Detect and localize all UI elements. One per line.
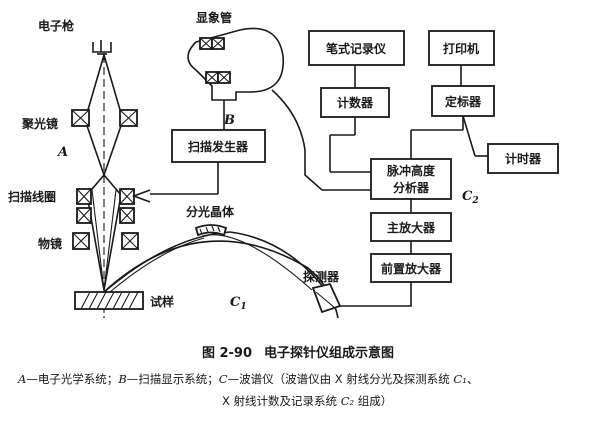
system-c2-label: C2 [462, 189, 479, 206]
condenser-lens-icon [71, 109, 138, 127]
printer-text: 打印机 [443, 41, 479, 56]
electron-optical-column [71, 40, 144, 318]
pen-recorder-text: 笔式记录仪 [326, 41, 387, 56]
scan-coil-label: 扫描线圈 [8, 189, 56, 204]
pulse-height-analyzer-box: 脉冲高度 分析器 [370, 158, 452, 200]
spectrometer [103, 224, 342, 319]
legend-sep: 、 [466, 372, 479, 386]
counter-text: 计数器 [337, 95, 374, 110]
preamplifier-box: 前置放大器 [370, 253, 452, 283]
system-b-label: B [223, 113, 235, 128]
timer-box: 计时器 [487, 143, 559, 174]
specimen-label: 试样 [150, 294, 174, 309]
pen-recorder-box: 笔式记录仪 [308, 30, 405, 66]
timer-text: 计时器 [505, 151, 542, 166]
detector-icon [311, 282, 342, 314]
analyzing-crystal-label: 分光晶体 [186, 204, 235, 219]
main-amplifier-text: 主放大器 [387, 220, 436, 235]
preamplifier-text: 前置放大器 [381, 261, 442, 276]
legend-line-1: A—电子光学系统；B—扫描显示系统；C—波谱仪（波谱仪由 X 射线分光及探测系统… [18, 369, 588, 389]
legend-a-key: A [18, 372, 27, 386]
legend-b-text: —扫描显示系统； [126, 372, 219, 386]
detector-label: 探测器 [303, 269, 340, 284]
c1-subscript: 1 [240, 302, 246, 312]
legend-line2-text: X 射线计数及记录系统 [222, 394, 341, 408]
objective-lens-label: 物镜 [38, 236, 62, 251]
figure-number: 图 2-90 [201, 346, 253, 361]
counter-box: 计数器 [320, 87, 390, 118]
condenser-lens-label: 聚光镜 [21, 116, 58, 131]
specimen-icon [74, 291, 144, 318]
scan-coil-icon [76, 188, 135, 224]
crt-icon [187, 27, 284, 101]
system-a-label: A [56, 145, 68, 160]
printer-box: 打印机 [428, 30, 495, 66]
scan-generator-text: 扫描发生器 [188, 139, 249, 154]
c2-letter: C [462, 189, 473, 204]
scan-generator-box: 扫描发生器 [171, 129, 266, 163]
main-amplifier-box: 主放大器 [370, 212, 452, 242]
analyzing-crystal-icon [194, 224, 228, 237]
system-c1-label: C1 [230, 295, 247, 312]
legend-b-key: B [118, 372, 127, 386]
electron-gun-label: 电子枪 [38, 18, 74, 33]
crt-label: 显象管 [196, 10, 232, 25]
figure-title: 电子探针仪组成示意图 [264, 346, 395, 361]
legend-c-text: —波谱仪（波谱仪由 X 射线分光及探测系统 [227, 372, 454, 386]
legend-c2: C₂ [340, 394, 355, 408]
scaler-text: 定标器 [445, 94, 482, 109]
legend-line2-end: 组成） [354, 394, 393, 408]
legend-a-text: —电子光学系统； [26, 372, 119, 386]
scaler-box: 定标器 [431, 85, 495, 117]
signal-connections [131, 65, 488, 307]
objective-lens-icon [72, 232, 139, 250]
electron-gun-icon [92, 40, 112, 55]
c2-subscript: 2 [471, 196, 478, 206]
legend-c1: C₁ [453, 372, 467, 386]
pulse-analyzer-text-1: 脉冲高度 [386, 163, 436, 178]
legend-line-2: X 射线计数及记录系统 C₂ 组成） [222, 391, 582, 411]
pulse-analyzer-text-2: 分析器 [393, 180, 430, 195]
figure-caption: 图 2-90 电子探针仪组成示意图 [0, 342, 596, 361]
legend-c-key: C [218, 372, 228, 386]
c1-letter: C [230, 295, 241, 310]
